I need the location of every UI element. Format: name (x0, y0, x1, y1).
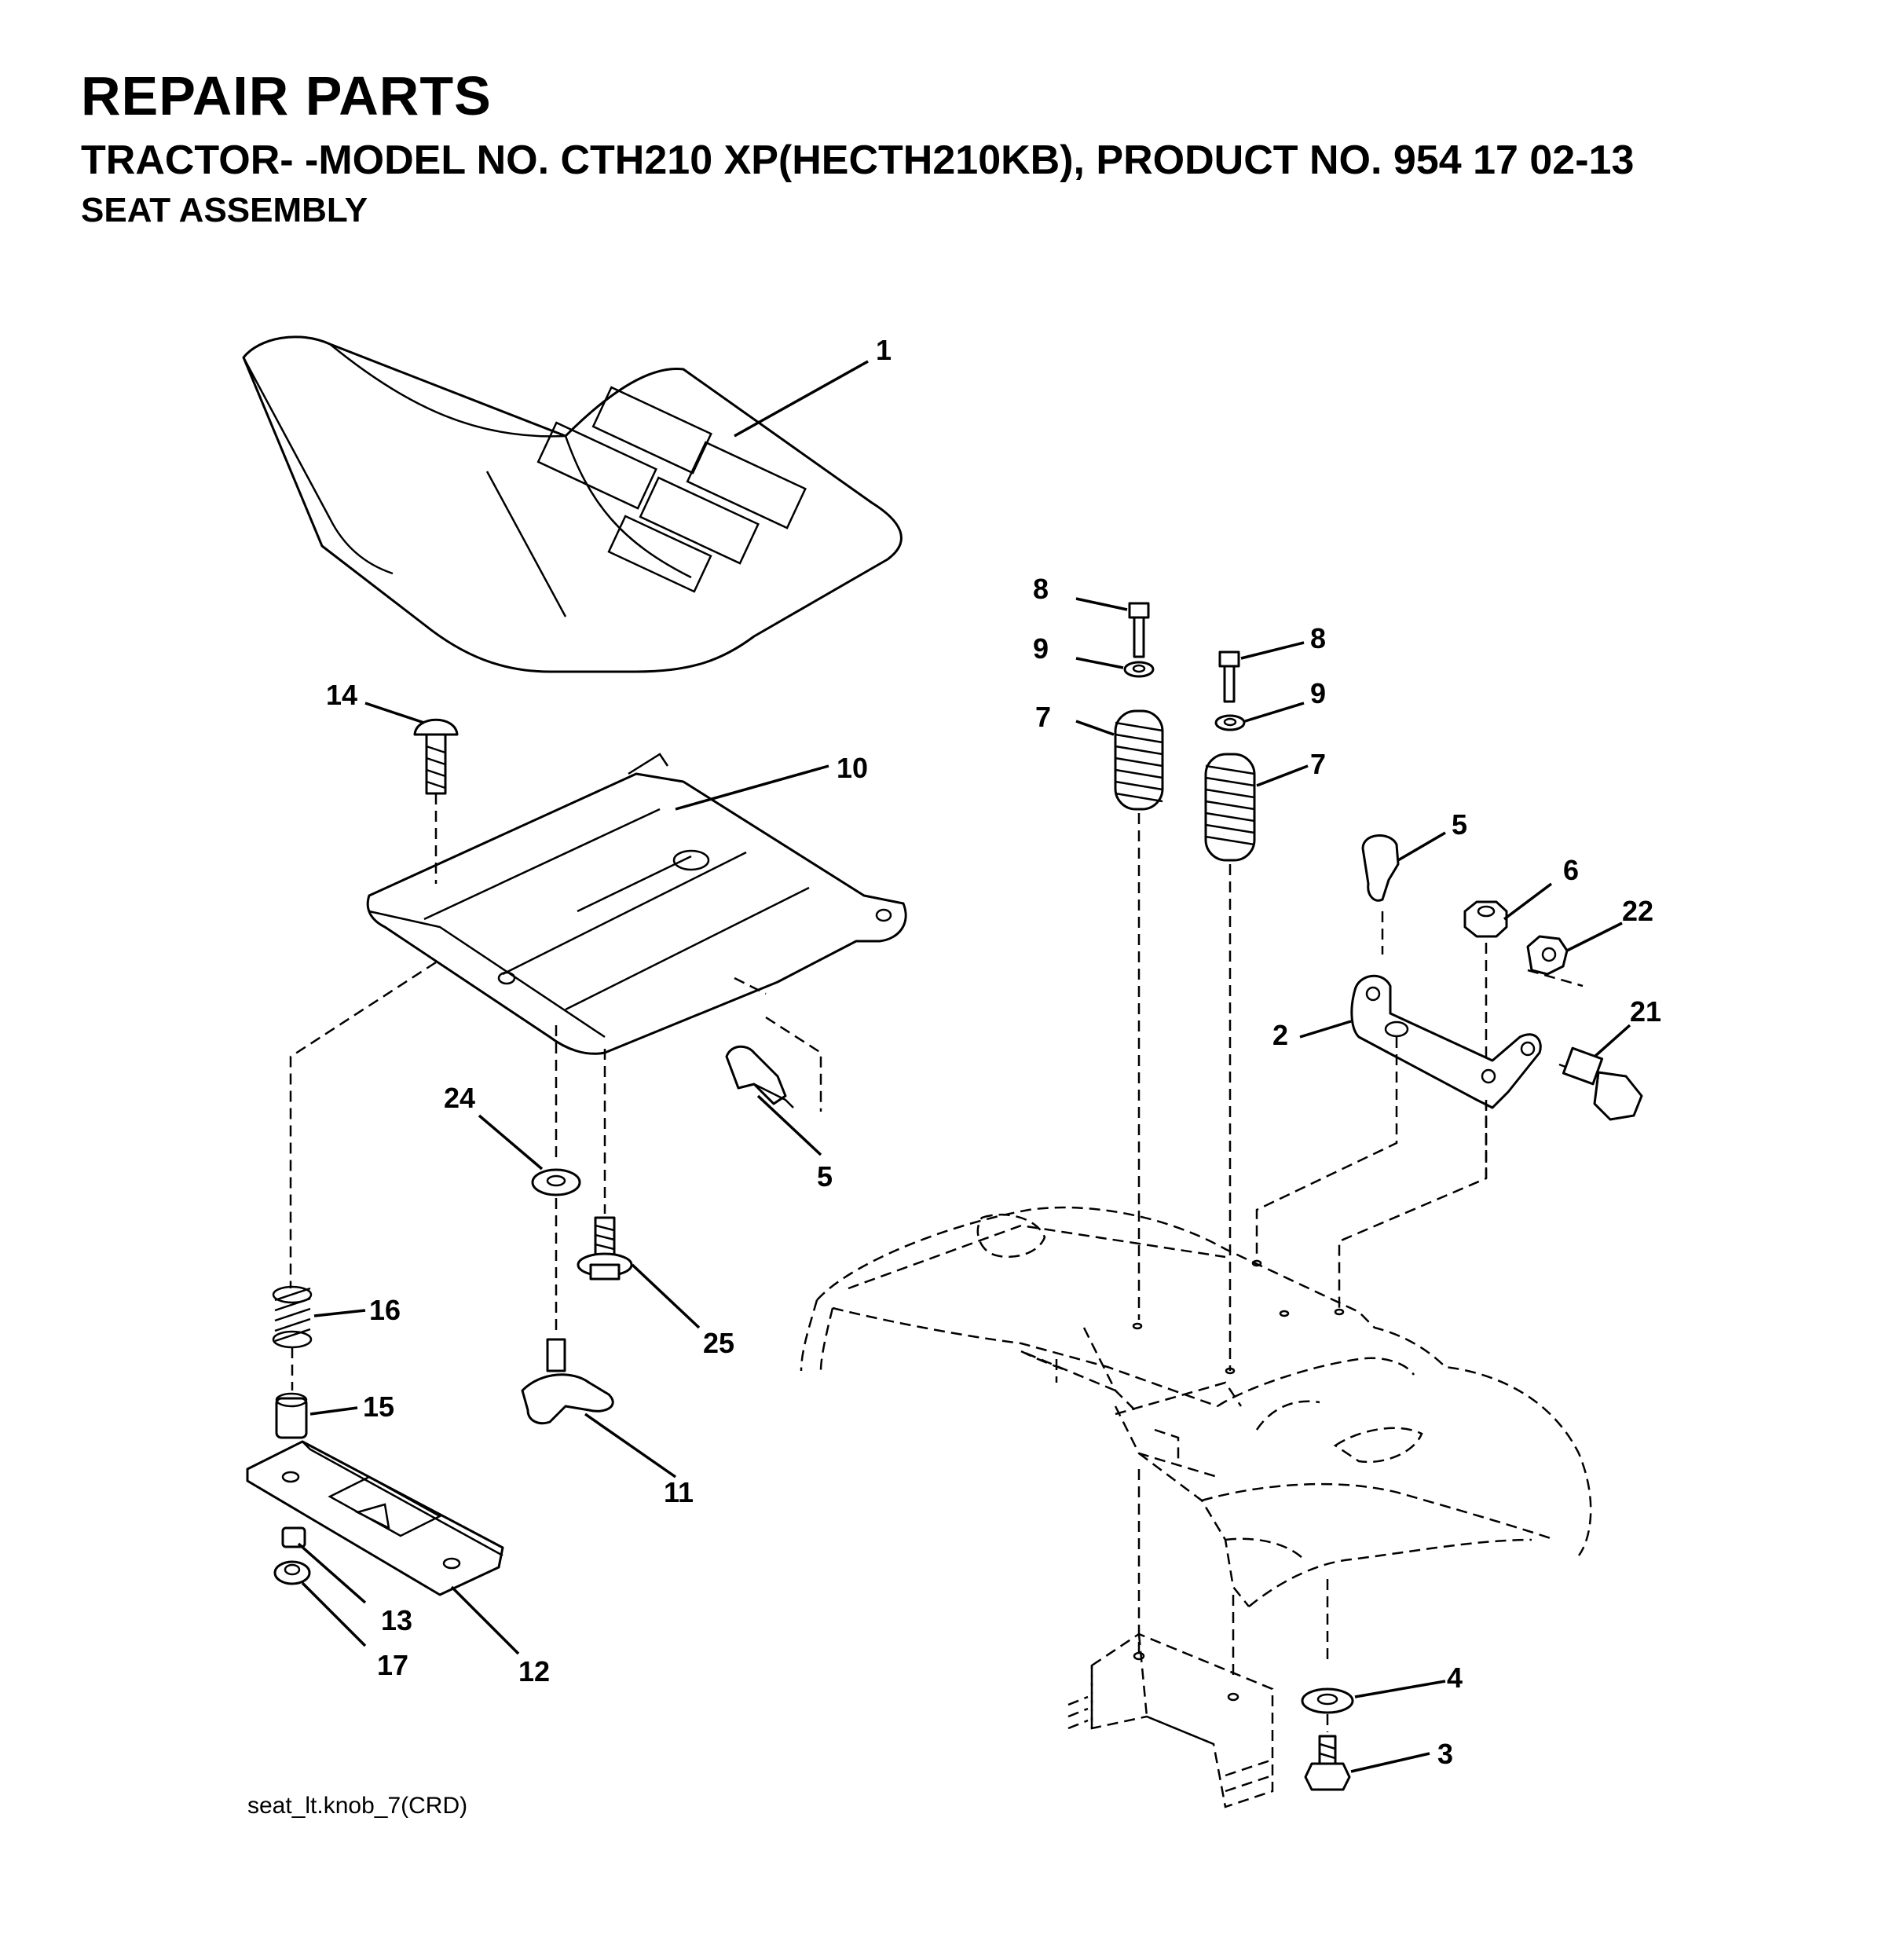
callout-22: 22 (1622, 895, 1653, 927)
slide-plate-part: 12 (246, 1440, 550, 1687)
callout-14: 14 (326, 679, 357, 711)
shoulder-bolt-part: 25 (577, 1049, 734, 1359)
callout-16: 16 (369, 1294, 401, 1326)
section-title: SEAT ASSEMBLY (81, 191, 368, 229)
model-subtitle: TRACTOR- -MODEL NO. CTH210 XP(HECTH210KB… (81, 137, 1635, 183)
seat-bracket-2: 2 (1255, 974, 1542, 1312)
callout-17: 17 (377, 1649, 408, 1681)
bolt-8-right: 8 (1218, 622, 1326, 703)
nut-part: 13 (281, 1526, 412, 1636)
callout-10: 10 (837, 752, 868, 784)
callout-1: 1 (876, 334, 892, 366)
clip-part-left: 5 (725, 976, 833, 1193)
callout-12: 12 (518, 1655, 550, 1687)
page-header: REPAIR PARTS TRACTOR- -MODEL NO. CTH210 … (81, 63, 1872, 233)
washer-part: 24 (444, 1025, 581, 1336)
seat-part: 1 (242, 334, 903, 673)
hex-bolt-3: 3 (1304, 1735, 1453, 1791)
callout-3: 3 (1437, 1738, 1453, 1770)
carriage-bolt-part: 14 (326, 679, 459, 884)
spring-7-right: 7 (1204, 748, 1326, 1371)
callout-9-right: 9 (1310, 677, 1326, 709)
callout-4: 4 (1447, 1662, 1463, 1694)
callout-15: 15 (363, 1391, 394, 1423)
callout-21: 21 (1630, 995, 1661, 1028)
callout-7-left: 7 (1035, 701, 1051, 733)
drawing-reference-code: seat_lt.knob_7(CRD) (247, 1793, 468, 1819)
seat-pan-part: 10 (366, 752, 907, 1055)
flange-nut-part: 17 (273, 1560, 408, 1681)
callout-9-left: 9 (1033, 632, 1049, 665)
callout-11: 11 (664, 1476, 694, 1508)
page-title: REPAIR PARTS (81, 65, 492, 126)
spring-part: 16 (272, 1285, 401, 1391)
callout-7-right: 7 (1310, 748, 1326, 780)
nut-22: 22 (1526, 895, 1653, 987)
callout-24: 24 (444, 1082, 475, 1114)
spring-7-left: 7 (1035, 701, 1164, 1320)
callout-8-right: 8 (1310, 622, 1326, 654)
callout-5-left: 5 (817, 1160, 833, 1193)
washer-9-right: 9 (1214, 677, 1326, 731)
washer-9-left: 9 (1033, 632, 1155, 678)
bolt-8-left: 8 (1033, 573, 1150, 658)
callout-25: 25 (703, 1327, 734, 1359)
locknut-6: 6 (1463, 854, 1579, 1178)
knob-part: 11 (521, 1338, 694, 1508)
spacer-part: 15 (275, 1391, 394, 1439)
callout-8-left: 8 (1033, 573, 1049, 605)
callout-13: 13 (381, 1604, 412, 1636)
shoulder-bolt-21: 21 (1558, 995, 1661, 1121)
callout-6: 6 (1563, 854, 1579, 886)
washer-4: 4 (1301, 1662, 1463, 1732)
tractor-hood-outline (800, 1206, 1592, 1681)
lower-mount-outline (1067, 1632, 1274, 1808)
callout-5-right: 5 (1452, 808, 1467, 841)
callout-2: 2 (1272, 1019, 1288, 1051)
clip-part-right: 5 (1361, 808, 1467, 955)
